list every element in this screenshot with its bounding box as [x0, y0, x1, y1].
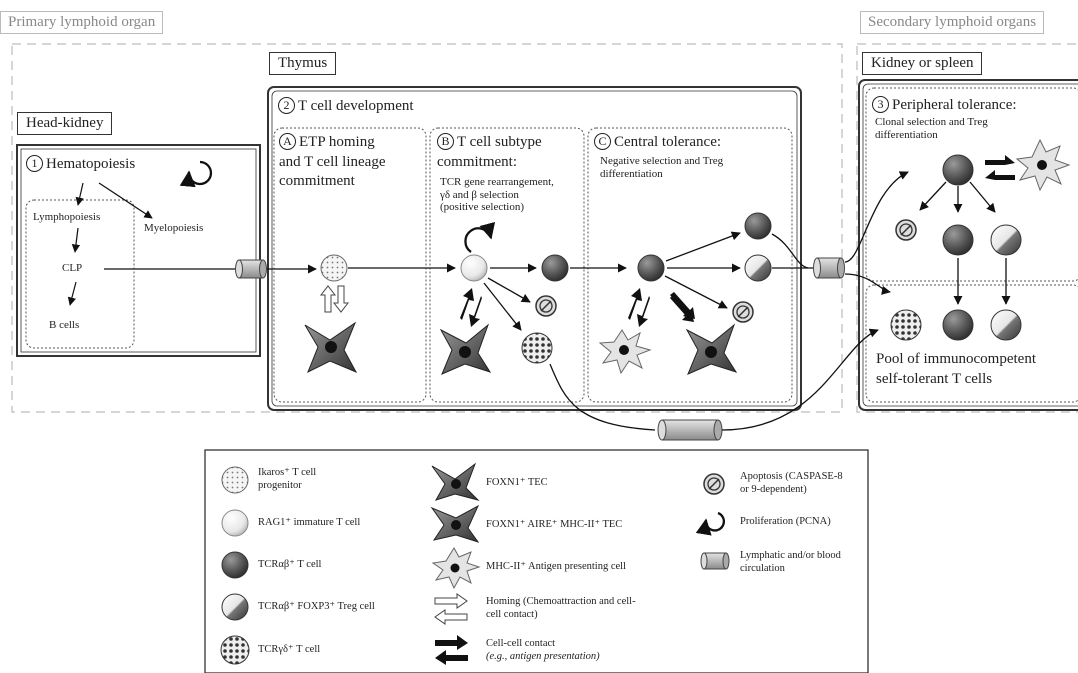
legend-apc-icon: [431, 547, 481, 590]
legend-treg-icon: [221, 593, 249, 621]
legend-aire-label: FOXN1⁺ AIRE⁺ MHC-II⁺ TEC: [486, 519, 623, 530]
tcrgd-cell-b: [521, 332, 553, 364]
primary-region-label: Primary lymphoid organ: [0, 11, 164, 34]
substage-a-box: [273, 127, 427, 403]
apoptosis-icon-c: [732, 301, 754, 323]
treg-cell-periph: [990, 224, 1022, 256]
contact-arrows-c2: [670, 292, 695, 322]
apoptosis-icon-b: [535, 295, 557, 317]
thymus-box: [267, 86, 802, 411]
tcrab-cell-c: [637, 254, 665, 282]
tcrab-cell-b: [541, 254, 569, 282]
legend-contact-label: Cell-cell contact(e.g., antigen presenta…: [486, 638, 600, 662]
apc-cell-periph: [1015, 138, 1071, 192]
legend-foxn1-label: FOXN1⁺ TEC: [486, 477, 548, 488]
legend-contact-icon: [435, 635, 468, 665]
legend-foxn1-icon: [431, 462, 480, 501]
legend-proliferation-label: Proliferation (PCNA): [740, 516, 831, 527]
pool-tcrgd-cell: [890, 309, 922, 341]
substage-c-box: [587, 127, 793, 403]
contact-arrows-c1: [628, 288, 650, 327]
pool-treg-cell: [990, 309, 1022, 341]
legend-tcrgd-label: TCRγδ⁺ T cell: [258, 644, 321, 655]
substage-b-box: [429, 127, 585, 403]
thymus-label: Thymus: [269, 52, 337, 75]
legend-apoptosis-icon: [703, 473, 725, 495]
stage-3-desc: Clonal selection and Treg differentiatio…: [875, 116, 988, 141]
legend-circulation-icon: [700, 552, 730, 570]
legend-apc-label: MHC-II⁺ Antigen presenting cell: [486, 561, 626, 572]
contact-arrows-b: [460, 288, 482, 327]
legend-tcrgd-icon: [220, 635, 250, 665]
legend-rag1-icon: [221, 509, 249, 537]
substage-c-desc: Negative selection and Treg differentiat…: [600, 155, 724, 180]
head-kidney-label: Head-kidney: [17, 112, 113, 135]
clp-label: CLP: [62, 262, 83, 274]
peripheral-tolerance-box: [865, 87, 1078, 282]
substage-b-desc: TCR gene rearrangement, γδ and β selecti…: [440, 176, 554, 214]
apc-cell-c: [598, 329, 652, 375]
bcells-label: B cells: [49, 319, 80, 331]
apoptosis-icon-periph: [895, 219, 917, 241]
circulation-icon: [235, 259, 267, 279]
primary-region: [11, 43, 843, 413]
tcrab-cell-c-out: [744, 212, 772, 240]
legend-homing-icon: [434, 593, 468, 625]
pool-tcrab-cell: [942, 309, 974, 341]
legend-homing-label: Homing (Chemoattraction and cell-cell co…: [486, 596, 636, 620]
legend-tcrab-icon: [221, 551, 249, 579]
secondary-region-label: Secondary lymphoid organs: [860, 11, 1045, 34]
legend-box: [204, 449, 869, 673]
legend-proliferation-icon: [695, 511, 725, 536]
legend-tcrab-label: TCRαβ⁺ T cell: [258, 559, 322, 570]
pool-box: [865, 284, 1078, 403]
tcrab-cell-periph-2: [942, 224, 974, 256]
kidney-spleen-label: Kidney or spleen: [862, 52, 983, 75]
lymphopoiesis-label: Lymphopoiesis: [33, 211, 101, 223]
proliferation-icon: [179, 160, 213, 188]
ikaros-progenitor-cell: [320, 254, 348, 282]
legend-treg-label: TCRαβ⁺ FOXP3⁺ Treg cell: [258, 601, 375, 612]
secondary-region: [856, 43, 1078, 413]
circulation-icon-3: [657, 419, 723, 441]
tcrab-cell-periph: [942, 154, 974, 186]
circulation-icon-2: [813, 257, 845, 279]
treg-cell-c: [744, 254, 772, 282]
contact-arrows-periph: [985, 155, 1015, 180]
pool-label: Pool of immunocompetent self-tolerant T …: [876, 351, 1036, 387]
homing-arrows: [319, 285, 350, 313]
legend-ikaros-icon: [221, 466, 249, 494]
head-kidney-box: [16, 144, 261, 357]
legend-aire-icon: [430, 504, 480, 543]
myelopoiesis-label: Myelopoiesis: [144, 222, 204, 234]
rag1-immature-cell: [460, 254, 488, 282]
legend-rag1-label: RAG1⁺ immature T cell: [258, 517, 361, 528]
